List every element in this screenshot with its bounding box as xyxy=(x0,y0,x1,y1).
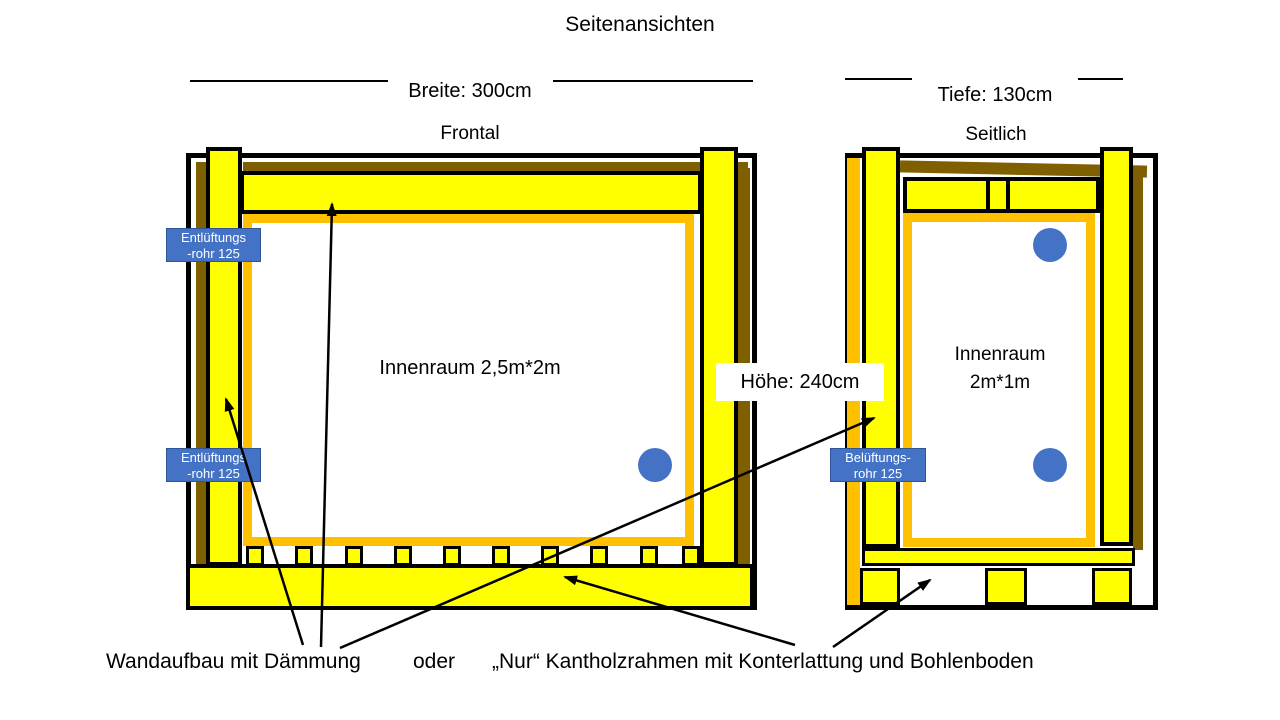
caption-left: Wandaufbau mit Dämmung xyxy=(106,650,361,673)
page-title: Seitenansichten xyxy=(565,13,715,36)
frontal-view-label: Frontal xyxy=(440,123,500,144)
vent-pipe-label-top-line2: -rohr 125 xyxy=(187,246,240,261)
caption-right: „Nur“ Kantholzrahmen mit Konterlattung u… xyxy=(492,650,1034,673)
frontal-vent-pipe-circle xyxy=(638,448,672,482)
frontal-inner-room xyxy=(243,214,694,546)
vent-pipe-label-bottom-line2: -rohr 125 xyxy=(187,466,240,481)
seitlich-floor-joist xyxy=(1092,568,1132,605)
vent-pipe-label-top: Entlüftungs -rohr 125 xyxy=(166,228,261,262)
seitlich-right-timber-post xyxy=(1100,147,1133,546)
seitlich-left-timber-post xyxy=(862,147,900,548)
frontal-floor-joist xyxy=(345,546,363,566)
seitlich-depth-dimline-left xyxy=(845,78,912,80)
vent-pipe-label-top-line1: Entlüftungs xyxy=(180,230,247,245)
air-supply-pipe-label: Belüftungs- rohr 125 xyxy=(830,448,926,482)
frontal-plank-floor-bar xyxy=(186,564,754,610)
seitlich-depth-dimline-right xyxy=(1078,78,1123,80)
seitlich-floor-joist xyxy=(860,568,900,605)
seitlich-inner-room-label-line1: Innenraum xyxy=(954,344,1046,365)
frontal-floor-joist xyxy=(682,546,700,566)
frontal-floor-joist xyxy=(246,546,264,566)
frontal-right-timber-post xyxy=(700,147,738,566)
height-label: Höhe: 240cm xyxy=(716,363,884,401)
seitlich-right-counter-batten-strip xyxy=(1133,170,1143,550)
frontal-left-timber-post xyxy=(206,147,242,566)
frontal-top-timber-beam xyxy=(240,171,702,214)
caption-conjunction: oder xyxy=(413,650,456,673)
seitlich-inner-room xyxy=(903,213,1095,547)
frontal-floor-joist xyxy=(394,546,412,566)
frontal-floor-joist xyxy=(492,546,510,566)
seitlich-top-timber-beam-right xyxy=(1006,177,1100,213)
seitlich-depth-label: Tiefe: 130cm xyxy=(937,84,1053,106)
vent-pipe-label-bottom-line1: Entlüftungs xyxy=(180,450,247,465)
seitlich-top-timber-beam-left xyxy=(903,177,992,213)
seitlich-floor-plank-band xyxy=(862,548,1135,566)
seitlich-vent-pipe-circle-bottom xyxy=(1033,448,1067,482)
frontal-floor-joist xyxy=(541,546,559,566)
frontal-width-label: Breite: 300cm xyxy=(408,80,532,102)
seitlich-floor-joist xyxy=(985,568,1027,605)
vent-pipe-label-bottom: Entlüftungs -rohr 125 xyxy=(166,448,261,482)
frontal-width-dimline-right xyxy=(553,80,753,82)
frontal-left-counter-batten-strip xyxy=(196,162,207,566)
air-supply-pipe-label-line2: rohr 125 xyxy=(853,466,903,481)
frontal-inner-room-label: Innenraum 2,5m*2m xyxy=(379,357,561,379)
seitlich-vent-pipe-circle-top xyxy=(1033,228,1067,262)
seitlich-inner-room-label-line2: 2m*1m xyxy=(969,372,1031,393)
frontal-floor-joist xyxy=(640,546,658,566)
frontal-floor-joist xyxy=(295,546,313,566)
air-supply-pipe-label-line1: Belüftungs- xyxy=(845,450,911,465)
seitlich-view-label: Seitlich xyxy=(965,124,1027,145)
frontal-floor-joist xyxy=(590,546,608,566)
frontal-floor-joist xyxy=(443,546,461,566)
frontal-width-dimline-left xyxy=(190,80,388,82)
